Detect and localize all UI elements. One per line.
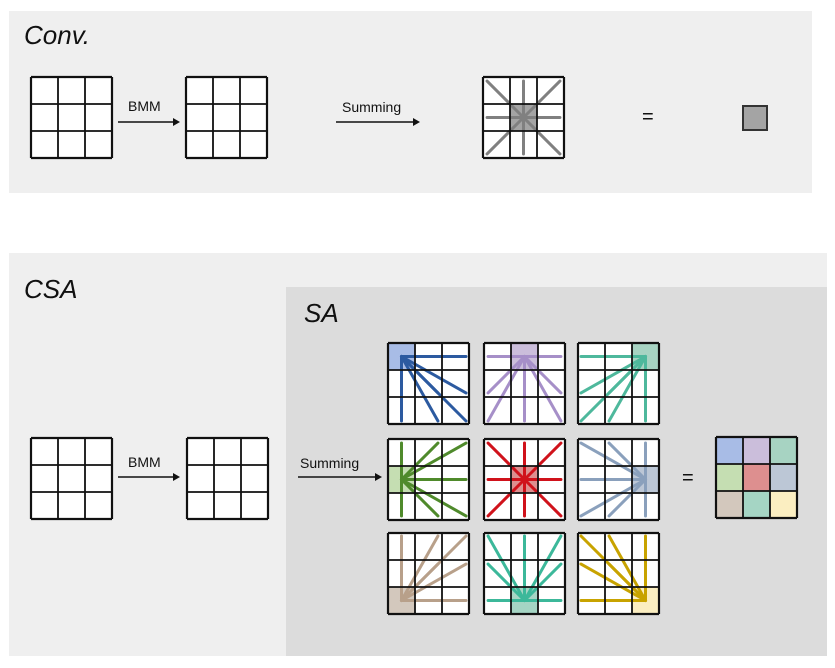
attention-ray bbox=[486, 534, 526, 602]
attention-ray bbox=[522, 116, 562, 156]
highlighted-cell bbox=[743, 491, 770, 518]
attention-ray bbox=[523, 441, 563, 481]
sa-output-grid bbox=[714, 435, 799, 520]
attention-ray bbox=[523, 534, 563, 602]
conv-output-cell bbox=[742, 105, 768, 131]
sa-grid-2 bbox=[482, 341, 567, 426]
conv-bmm-grid bbox=[184, 75, 269, 160]
grid-background bbox=[31, 438, 112, 519]
attention-ray bbox=[485, 79, 525, 119]
attention-ray bbox=[486, 478, 526, 518]
attention-ray bbox=[486, 441, 526, 481]
conv-title: Conv. bbox=[24, 20, 90, 50]
sa-title: SA bbox=[304, 298, 339, 328]
highlighted-cell bbox=[743, 437, 770, 464]
csa-input-grid bbox=[29, 436, 114, 521]
attention-ray bbox=[400, 478, 468, 518]
attention-ray bbox=[607, 534, 647, 602]
attention-ray bbox=[523, 355, 563, 423]
attention-ray bbox=[400, 534, 440, 602]
csa-bmm-grid bbox=[185, 436, 270, 521]
csa-bmm-arrow bbox=[118, 473, 180, 481]
conv-bmm-label: BMM bbox=[128, 98, 161, 114]
csa-title: CSA bbox=[24, 274, 78, 304]
highlighted-cell bbox=[716, 491, 743, 518]
attention-ray bbox=[523, 355, 563, 395]
attention-ray bbox=[523, 562, 563, 602]
attention-ray bbox=[486, 562, 526, 602]
sa-grid-8 bbox=[482, 531, 567, 616]
attention-ray bbox=[400, 441, 468, 481]
attention-ray bbox=[400, 441, 440, 481]
sa-grid-4 bbox=[386, 437, 471, 522]
grid-background bbox=[186, 77, 267, 158]
conv-input-grid bbox=[29, 75, 114, 160]
highlighted-cell bbox=[770, 491, 797, 518]
conv-summing-arrow bbox=[336, 118, 420, 126]
attention-ray bbox=[486, 355, 526, 423]
highlighted-cell bbox=[770, 464, 797, 491]
conv-bmm-arrow bbox=[118, 118, 180, 126]
attention-ray bbox=[400, 562, 468, 602]
attention-ray bbox=[485, 116, 525, 156]
conv-summing-label: Summing bbox=[342, 99, 402, 115]
attention-ray bbox=[607, 478, 647, 518]
csa-equals: = bbox=[682, 467, 694, 489]
sa-grid-1 bbox=[386, 341, 471, 426]
grid-background bbox=[187, 438, 268, 519]
attention-ray bbox=[486, 355, 526, 395]
attention-ray bbox=[607, 355, 647, 423]
sa-grid-6 bbox=[576, 437, 661, 522]
conv-panel bbox=[9, 11, 812, 193]
highlighted-cell bbox=[716, 437, 743, 464]
attention-ray bbox=[579, 355, 647, 423]
attention-ray bbox=[400, 562, 440, 602]
attention-ray bbox=[400, 355, 468, 395]
sa-grid-7 bbox=[386, 531, 471, 616]
attention-ray bbox=[400, 478, 440, 518]
csa-summing-label: Summing bbox=[300, 455, 360, 471]
highlighted-cell bbox=[716, 464, 743, 491]
sa-grid-5 bbox=[482, 437, 567, 522]
attention-ray bbox=[400, 355, 468, 423]
attention-ray bbox=[579, 355, 647, 395]
attention-ray bbox=[579, 441, 647, 481]
conv-equals: = bbox=[642, 106, 654, 128]
attention-ray bbox=[400, 355, 440, 423]
attention-ray bbox=[523, 478, 563, 518]
attention-ray bbox=[579, 478, 647, 518]
highlighted-cell bbox=[770, 437, 797, 464]
attention-ray bbox=[607, 441, 647, 481]
conv-summing-grid bbox=[481, 75, 566, 160]
attention-ray bbox=[522, 79, 562, 119]
grid-background bbox=[31, 77, 112, 158]
sa-grid-9 bbox=[576, 531, 661, 616]
attention-ray bbox=[607, 562, 647, 602]
attention-ray bbox=[579, 562, 647, 602]
csa-summing-arrow bbox=[298, 473, 382, 481]
sa-grid-3 bbox=[576, 341, 661, 426]
csa-bmm-label: BMM bbox=[128, 454, 161, 470]
highlighted-cell bbox=[743, 464, 770, 491]
